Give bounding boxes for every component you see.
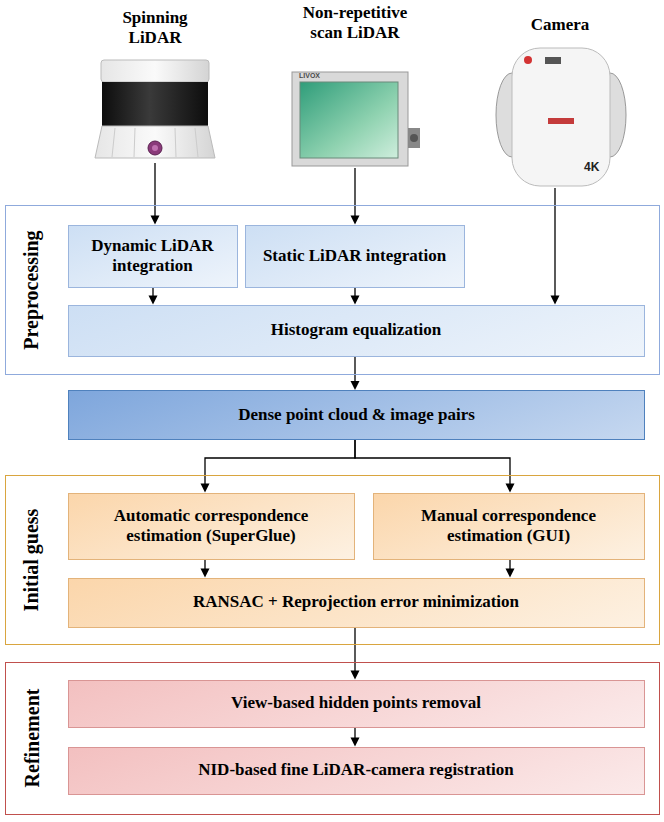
box-label: Automatic correspondence estimation (Sup…	[77, 506, 346, 547]
logo-text: 4K	[584, 160, 599, 174]
process-box: NID-based fine LiDAR-camera registration	[68, 747, 645, 795]
device-node: Spinning LiDAR	[95, 8, 215, 163]
device-node: Non-repetitive scan LiDAR	[285, 3, 425, 168]
flow-arrow	[351, 728, 360, 747]
arrow-head	[149, 296, 158, 305]
process-box: Automatic correspondence estimation (Sup…	[68, 493, 355, 560]
process-box: RANSAC + Reprojection error minimization	[68, 578, 645, 628]
arrow-head	[351, 738, 360, 747]
device-label: Non-repetitive scan LiDAR	[285, 3, 425, 44]
group-panel: Initial guess Automatic correspondence es…	[5, 475, 660, 645]
process-box: Dynamic LiDAR integration	[68, 225, 238, 288]
group-panel: Refinement View-based hidden points remov…	[5, 662, 660, 815]
flow-arrow	[151, 163, 160, 225]
box-label: Histogram equalization	[271, 320, 441, 340]
camera-picture	[496, 48, 626, 186]
process-box: Manual correspondence estimation (GUI)	[373, 493, 645, 560]
connector-line	[354, 288, 355, 297]
arrow-head	[506, 484, 515, 493]
connector-line	[509, 560, 510, 570]
arrow-head	[351, 671, 360, 680]
box-label: RANSAC + Reprojection error minimization	[193, 592, 519, 612]
group-title: Refinement	[16, 662, 46, 815]
group-panel: Preprocessing Dynamic LiDAR integration St…	[5, 205, 660, 375]
connector-line	[355, 440, 510, 485]
arrow-head	[201, 484, 210, 493]
arrow-head	[351, 216, 360, 225]
process-box: View-based hidden points removal	[68, 680, 645, 728]
process-box: Static LiDAR integration	[245, 225, 465, 288]
connector-line	[354, 628, 355, 672]
connector-line	[354, 728, 355, 739]
connector-line	[154, 163, 155, 217]
flow-arrow	[351, 168, 360, 225]
box-label: Manual correspondence estimation (GUI)	[382, 506, 636, 547]
arrow-head	[351, 296, 360, 305]
connector-line	[152, 288, 153, 297]
flow-arrow	[506, 560, 515, 578]
arrow-head	[551, 296, 560, 305]
box-label: View-based hidden points removal	[231, 693, 481, 713]
box-label: Dynamic LiDAR integration	[77, 236, 229, 277]
flow-arrow	[201, 560, 210, 578]
device-node: Camera	[495, 15, 625, 188]
arrow-head	[506, 569, 515, 578]
group-title: Preprocessing	[16, 205, 46, 375]
flow-arrow	[351, 288, 360, 305]
box-label: Dense point cloud & image pairs	[238, 405, 475, 425]
flow-arrow	[355, 440, 515, 493]
connector-line	[204, 560, 205, 570]
logo-text: LIVOX	[299, 72, 320, 79]
connector-line	[354, 168, 355, 217]
connector-line	[205, 440, 355, 485]
livox-lidar-picture	[292, 72, 420, 166]
device-label: Spinning LiDAR	[105, 8, 205, 49]
device-label: Camera	[495, 15, 625, 35]
process-box: Histogram equalization	[68, 305, 645, 357]
spinning-lidar-picture	[95, 60, 215, 158]
data-box: Dense point cloud & image pairs	[68, 390, 645, 440]
group-title: Initial guess	[16, 475, 46, 645]
box-label: NID-based fine LiDAR-camera registration	[198, 760, 514, 780]
arrow-head	[151, 216, 160, 225]
box-label: Static LiDAR integration	[263, 246, 446, 266]
flow-arrow	[201, 440, 356, 493]
connector-line	[354, 357, 355, 383]
flow-arrow	[351, 628, 360, 680]
flow-arrow	[149, 288, 158, 305]
arrow-head	[201, 569, 210, 578]
flow-arrow	[351, 357, 360, 391]
arrow-head	[351, 381, 360, 390]
